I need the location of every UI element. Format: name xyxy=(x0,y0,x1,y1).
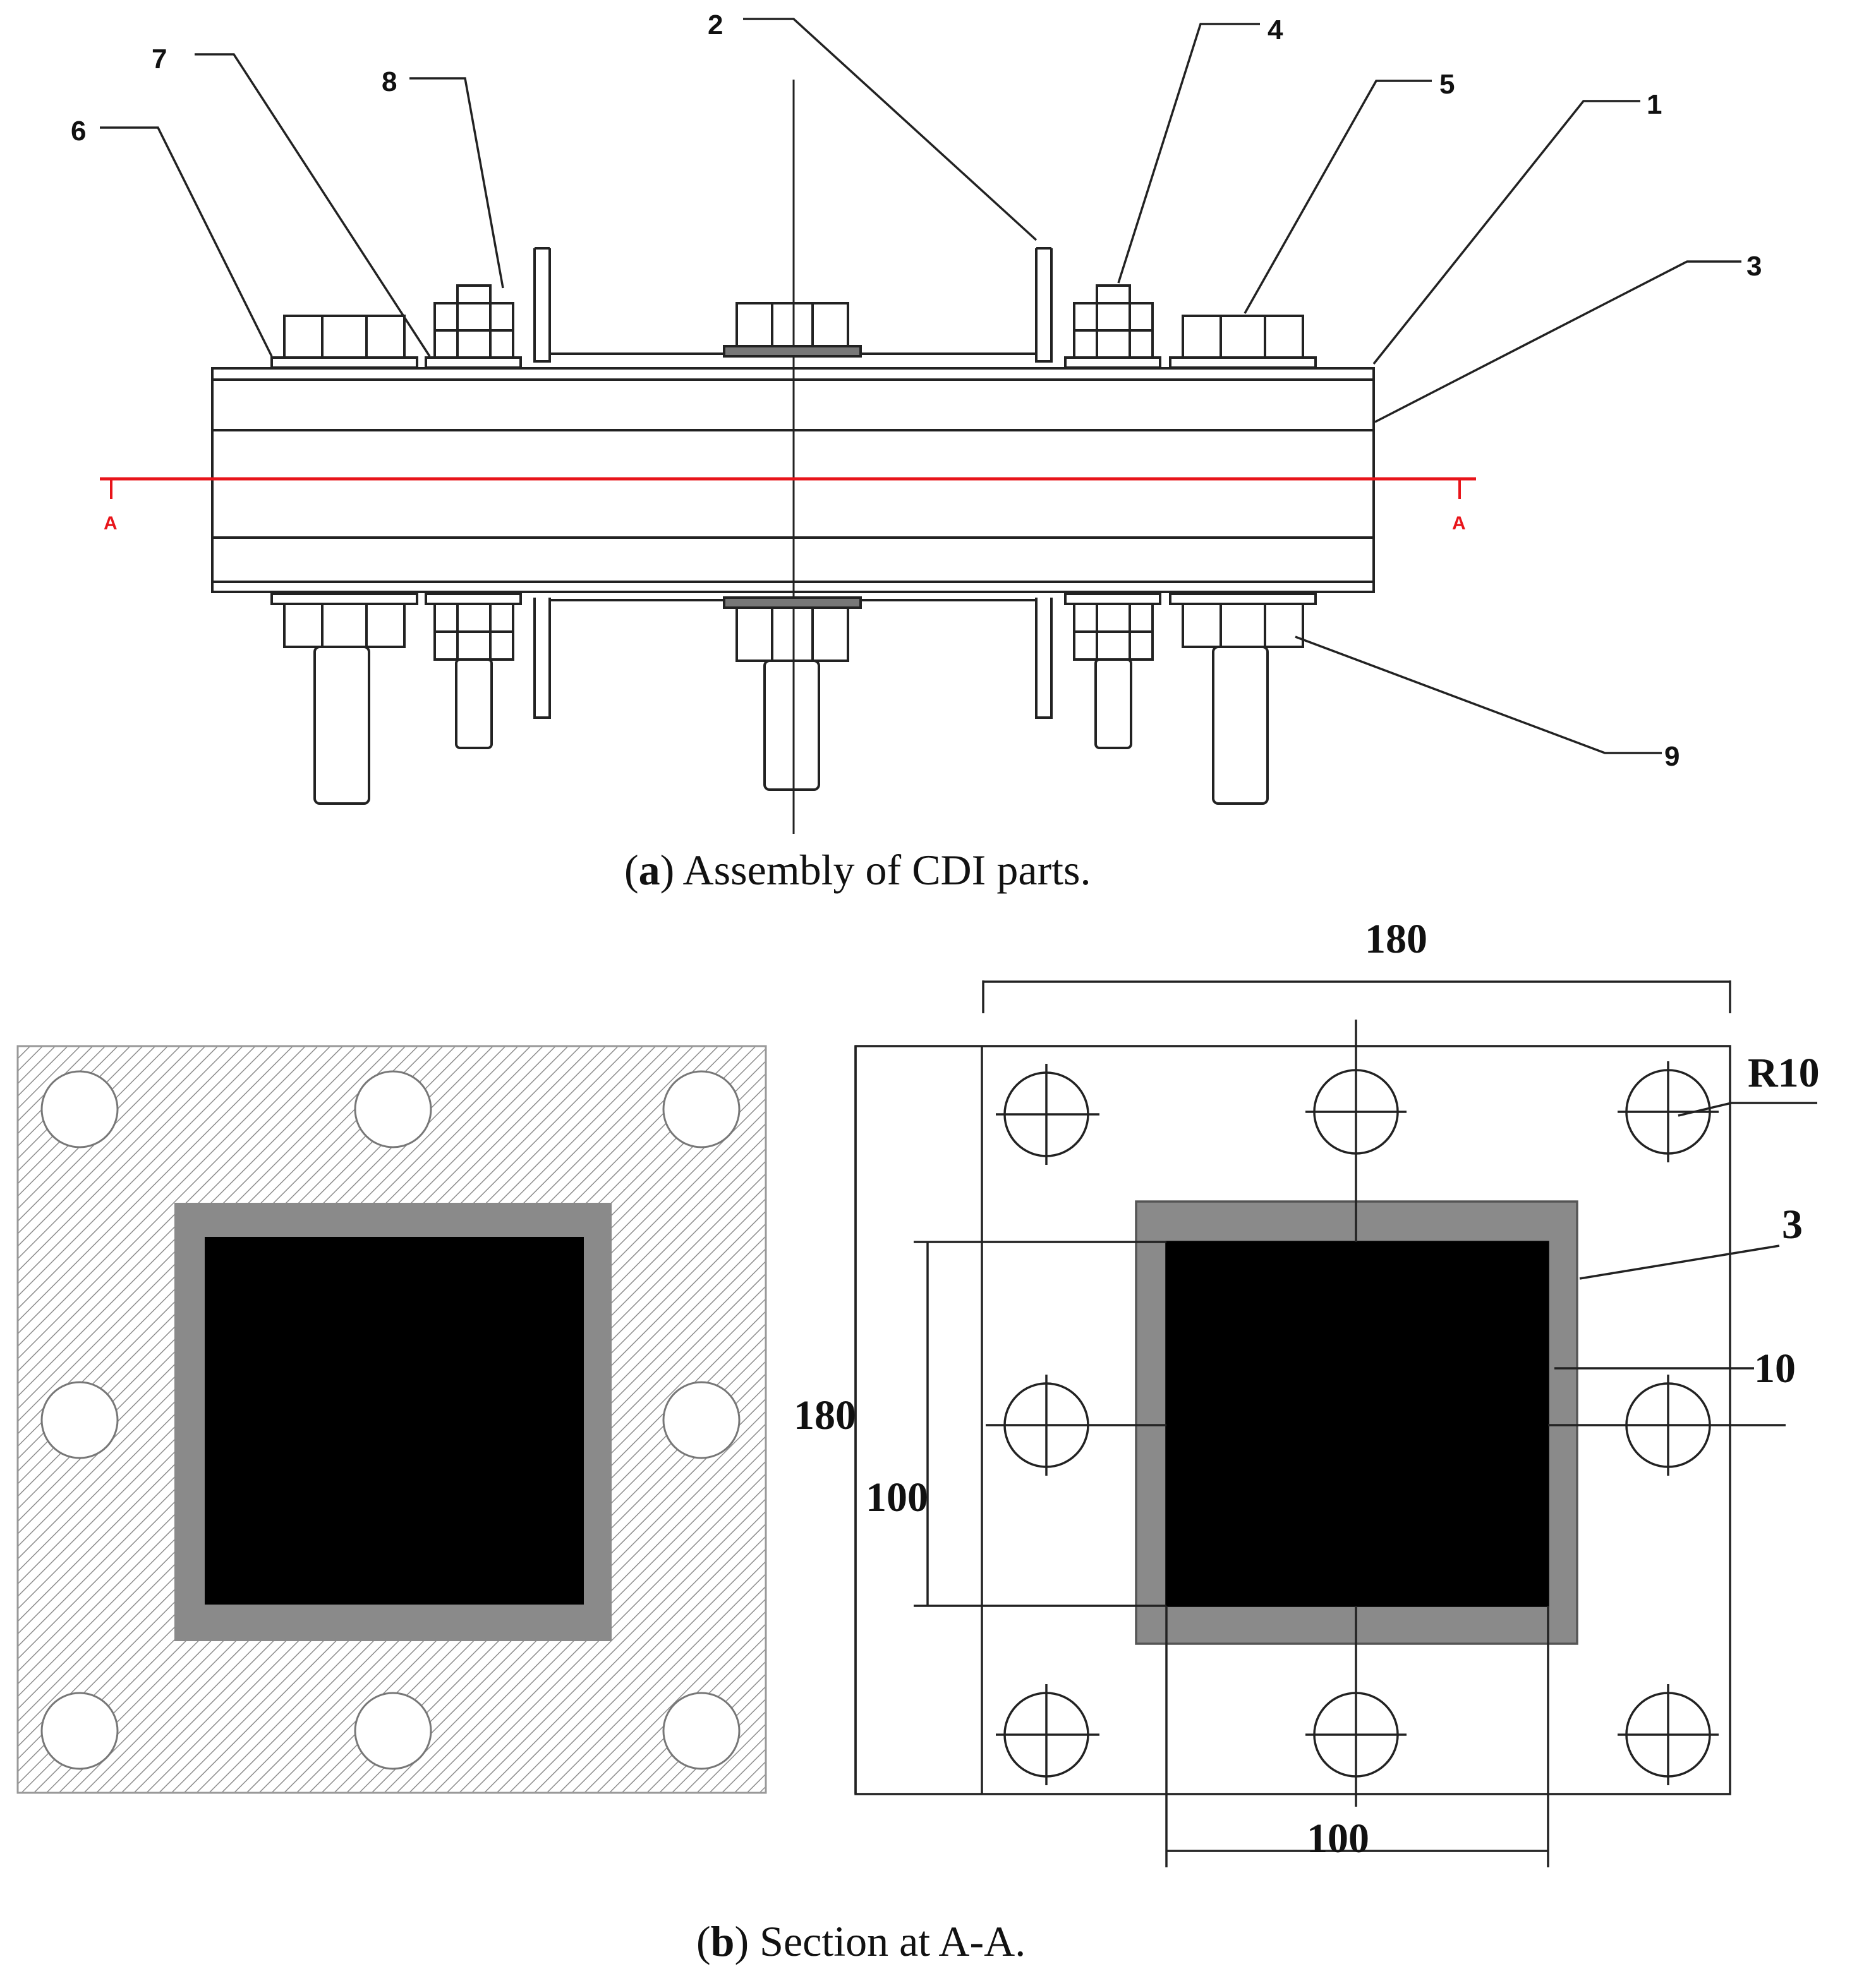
part-label-1: 1 xyxy=(1647,89,1662,120)
part-label-7: 7 xyxy=(152,44,167,75)
part-label-5: 5 xyxy=(1439,69,1455,100)
caption-a: (a) Assembly of CDI parts. xyxy=(624,846,1091,894)
caption-b: (b) Section at A-A. xyxy=(696,1917,1026,1965)
part-labels-a: 6 7 8 2 4 5 1 3 9 A A xyxy=(71,9,1762,772)
part-label-4: 4 xyxy=(1268,15,1283,45)
part-label-b-10: 10 xyxy=(1754,1346,1796,1392)
dim-inner-height: 100 xyxy=(866,1474,928,1521)
section-mark-left: A xyxy=(104,513,118,534)
dim-left-height: 180 xyxy=(794,1392,856,1438)
part-label-2: 2 xyxy=(708,9,723,40)
part-label-6: 6 xyxy=(71,116,86,147)
channel-bottom xyxy=(533,598,551,719)
dim-hole-radius: R10 xyxy=(1748,1050,1820,1096)
dimension-labels: 180 180 100 100 R10 3 10 xyxy=(794,916,1820,1862)
part-label-3: 3 xyxy=(1746,251,1762,282)
section-dimensioned-view xyxy=(854,980,1817,1867)
dim-bottom-width: 100 xyxy=(1307,1816,1369,1862)
section-mark-right: A xyxy=(1452,513,1466,534)
part-label-b-3: 3 xyxy=(1782,1202,1803,1248)
assembly-view xyxy=(100,18,1741,834)
core-section-right xyxy=(1165,1241,1549,1607)
section-hatched-view xyxy=(16,1045,767,1794)
part-label-9: 9 xyxy=(1664,741,1679,772)
core-section-left xyxy=(205,1237,584,1605)
dim-top-width: 180 xyxy=(1365,916,1427,962)
part-label-8: 8 xyxy=(382,66,397,97)
